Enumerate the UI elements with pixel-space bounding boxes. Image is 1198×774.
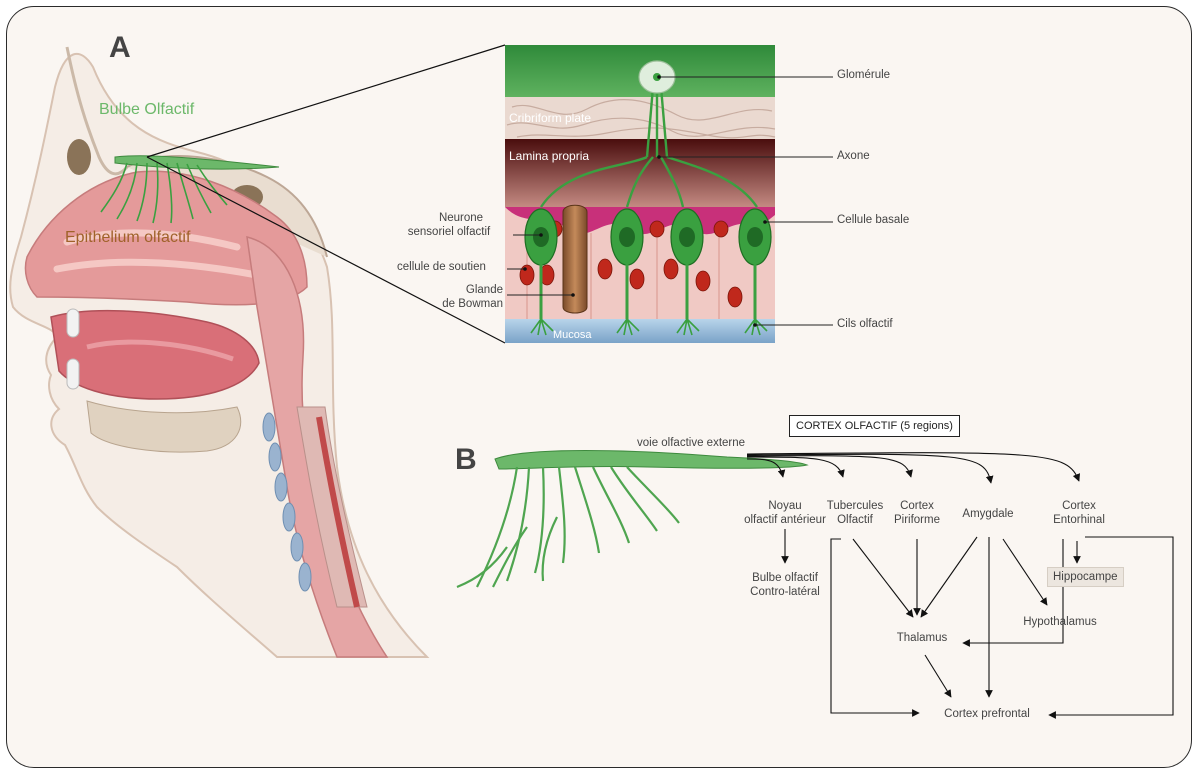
glande-label: Glande de Bowman bbox=[419, 283, 503, 311]
entorhinal-node: Cortex Entorhinal bbox=[1043, 499, 1115, 527]
piriforme-node: Cortex Piriforme bbox=[885, 499, 949, 527]
axone-label: Axone bbox=[837, 150, 870, 162]
hypothalamus-node: Hypothalamus bbox=[1015, 615, 1105, 629]
neurone-line1: Neurone bbox=[421, 211, 501, 225]
lamina-label: Lamina propria bbox=[509, 149, 589, 163]
voie-olfactive-label: voie olfactive externe bbox=[637, 437, 745, 449]
figure-frame: A Bulbe Olfactif Epithelium olfactif Cri… bbox=[6, 6, 1192, 768]
neurone-label: Neurone sensoriel olfactif bbox=[421, 211, 501, 239]
epithelium-olfactif-label: Epithelium olfactif bbox=[65, 229, 190, 247]
piri-line2: Piriforme bbox=[885, 513, 949, 527]
cils-olfactif-label: Cils olfactif bbox=[837, 318, 893, 330]
bulbe-olfactif-label: Bulbe Olfactif bbox=[99, 101, 194, 119]
bulbe-contralateral-node: Bulbe olfactif Contro-latéral bbox=[737, 571, 833, 599]
bulbe-contra-line2: Contro-latéral bbox=[737, 585, 833, 599]
epithelium-inset bbox=[505, 45, 833, 343]
diagram-canvas bbox=[7, 7, 1191, 767]
tuber-line2: Olfactif bbox=[817, 513, 893, 527]
glande-line2: de Bowman bbox=[419, 297, 503, 311]
neurone-line2: sensoriel olfactif bbox=[397, 225, 501, 239]
amygdale-node: Amygdale bbox=[953, 507, 1023, 521]
cribriform-label: Cribriform plate bbox=[509, 111, 591, 125]
head-illustration bbox=[10, 47, 427, 657]
tuber-line1: Tubercules bbox=[817, 499, 893, 513]
thalamus-node: Thalamus bbox=[887, 631, 957, 645]
piri-line1: Cortex bbox=[885, 499, 949, 513]
cortex-prefrontal-node: Cortex prefrontal bbox=[927, 707, 1047, 721]
hippocampe-node: Hippocampe bbox=[1047, 567, 1124, 587]
panel-b-letter: B bbox=[455, 443, 477, 477]
panel-a-letter: A bbox=[109, 31, 131, 65]
ento-line1: Cortex bbox=[1043, 499, 1115, 513]
mucosa-label: Mucosa bbox=[553, 329, 592, 341]
glomerule-label: Glomérule bbox=[837, 69, 890, 81]
soutien-label: cellule de soutien bbox=[397, 261, 486, 273]
ento-line2: Entorhinal bbox=[1043, 513, 1115, 527]
cortex-olfactif-title: CORTEX OLFACTIF (5 regions) bbox=[789, 415, 960, 437]
cellule-basale-label: Cellule basale bbox=[837, 214, 909, 226]
glande-line1: Glande bbox=[419, 283, 503, 297]
bulbe-contra-line1: Bulbe olfactif bbox=[737, 571, 833, 585]
tubercules-node: Tubercules Olfactif bbox=[817, 499, 893, 527]
